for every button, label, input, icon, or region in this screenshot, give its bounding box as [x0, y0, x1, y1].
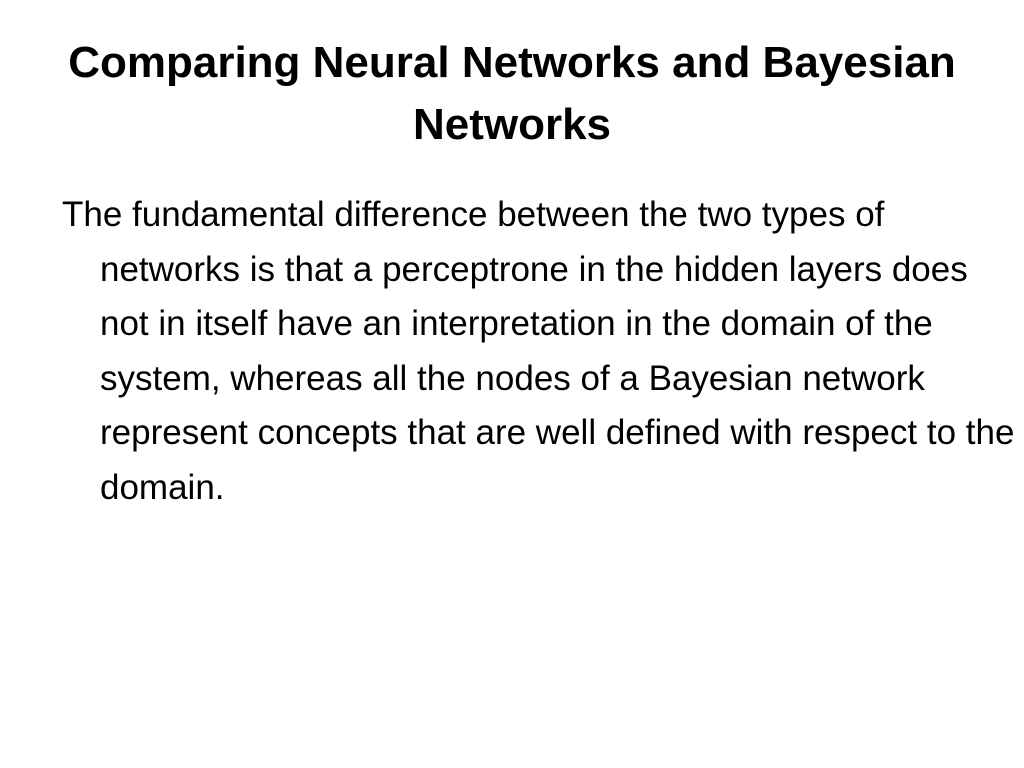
slide-body-text: The fundamental difference between the t…: [62, 195, 1015, 507]
slide-title: Comparing Neural Networks and Bayesian N…: [68, 38, 956, 149]
